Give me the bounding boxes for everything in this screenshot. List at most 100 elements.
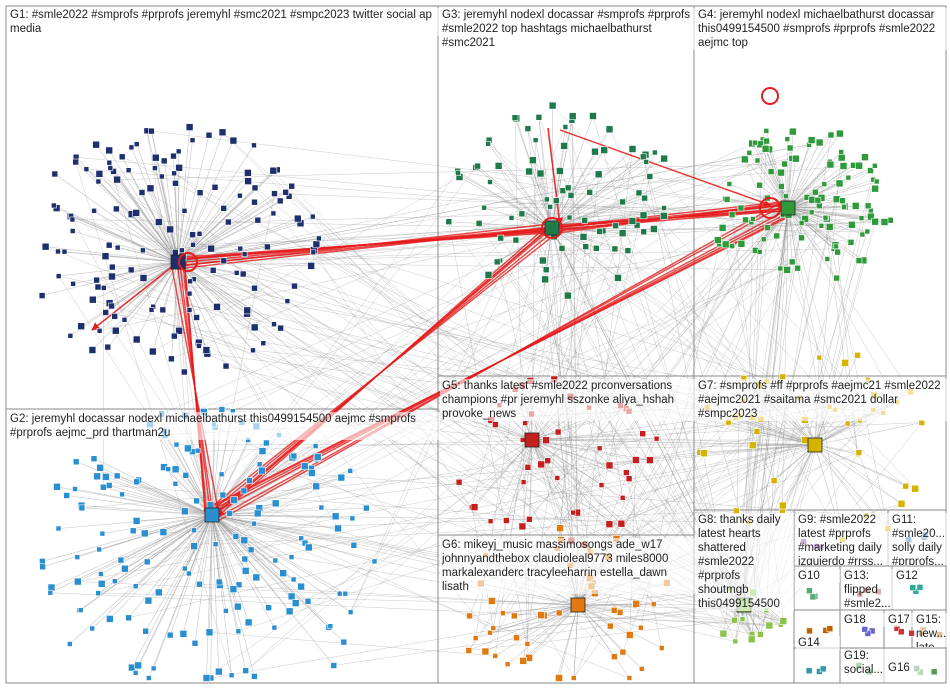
hub-node: [571, 598, 585, 612]
node: [498, 235, 504, 241]
node: [107, 160, 112, 165]
node: [757, 182, 763, 188]
node: [856, 258, 862, 264]
node: [187, 308, 192, 313]
node: [152, 166, 157, 171]
node: [64, 493, 70, 499]
node: [314, 453, 321, 460]
node: [39, 293, 45, 299]
node: [270, 167, 277, 174]
node: [285, 299, 290, 304]
node: [662, 206, 667, 211]
node: [242, 252, 247, 257]
node: [632, 457, 639, 464]
node: [543, 437, 550, 444]
node: [181, 369, 187, 375]
node: [855, 352, 861, 358]
node: [252, 285, 258, 291]
node: [148, 128, 154, 134]
node: [319, 505, 324, 510]
node: [555, 429, 561, 435]
node: [810, 594, 816, 600]
node: [651, 602, 656, 607]
node: [190, 232, 196, 238]
node: [114, 473, 120, 479]
node: [456, 171, 461, 176]
node: [597, 228, 603, 234]
node: [335, 525, 342, 532]
node: [848, 239, 854, 245]
node: [828, 132, 834, 138]
node: [783, 194, 788, 199]
node: [141, 530, 148, 537]
node: [272, 191, 278, 197]
group-label-g4: G4: jeremyhl nodexl michaelbathurst doca…: [696, 8, 948, 50]
node: [195, 448, 200, 453]
node: [503, 518, 509, 524]
node: [112, 327, 119, 334]
node: [619, 230, 626, 237]
node: [208, 245, 215, 252]
group-label-g3: G3: jeremyhl nodexl docassar #smprofs #p…: [440, 8, 696, 50]
node: [549, 102, 556, 109]
node: [881, 219, 888, 226]
node: [143, 628, 149, 634]
edge: [782, 208, 788, 510]
node: [764, 128, 769, 133]
node: [105, 344, 111, 350]
node: [833, 244, 838, 249]
node: [252, 199, 258, 205]
node: [526, 168, 533, 175]
node: [568, 192, 574, 198]
node: [161, 158, 167, 164]
node: [789, 259, 795, 265]
node: [89, 296, 96, 303]
node: [243, 668, 249, 674]
node: [611, 607, 617, 613]
node: [68, 333, 73, 338]
node: [84, 167, 89, 172]
node: [719, 224, 726, 231]
node: [280, 570, 287, 577]
node: [241, 488, 247, 494]
node: [488, 180, 493, 185]
node: [815, 197, 821, 203]
node: [223, 363, 229, 369]
node: [642, 195, 648, 201]
node: [476, 220, 482, 226]
node: [834, 275, 840, 281]
node: [779, 502, 786, 509]
node: [332, 513, 339, 520]
node: [186, 571, 191, 576]
node: [229, 673, 234, 678]
node: [291, 577, 296, 582]
edge: [212, 515, 749, 522]
node: [509, 215, 514, 220]
node: [840, 163, 847, 170]
node: [251, 324, 258, 331]
node: [197, 231, 202, 236]
node: [475, 163, 481, 169]
node: [514, 635, 520, 641]
node: [172, 249, 178, 255]
node: [822, 182, 827, 187]
node: [100, 484, 106, 490]
node: [196, 343, 201, 348]
node: [172, 171, 177, 176]
node: [640, 431, 646, 437]
node: [845, 421, 850, 426]
node: [765, 225, 771, 231]
node: [313, 444, 318, 449]
node: [252, 143, 257, 148]
node: [196, 581, 202, 587]
node: [73, 459, 79, 465]
node: [152, 154, 159, 161]
node: [254, 510, 261, 517]
node: [544, 197, 549, 202]
group-label-g18: G18: [842, 613, 886, 627]
node: [620, 199, 626, 205]
node: [372, 559, 377, 564]
node: [134, 142, 139, 147]
node: [842, 205, 847, 210]
